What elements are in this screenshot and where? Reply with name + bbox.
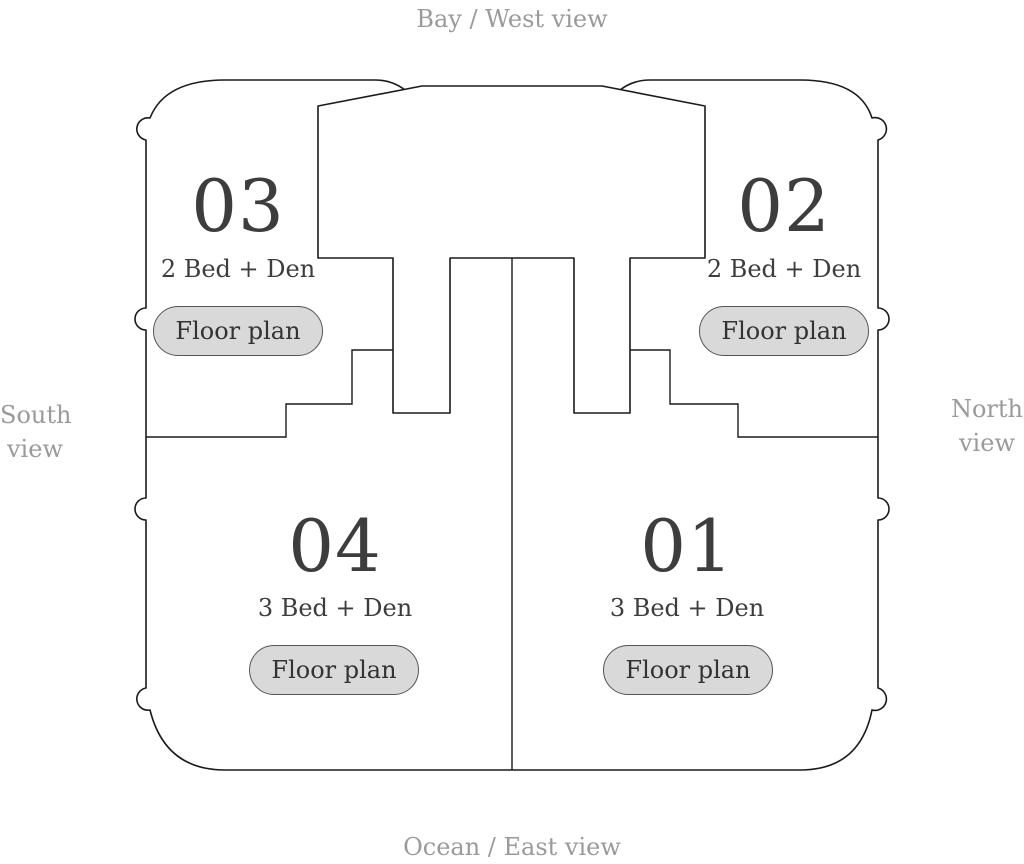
view-label-left-line1: South	[0, 401, 72, 429]
floor-plan-button-04[interactable]: Floor plan	[249, 645, 419, 695]
unit-type: 3 Bed + Den	[609, 594, 765, 622]
view-label-top: Bay / West view	[416, 5, 608, 33]
view-label-right-line2: view	[959, 429, 1015, 457]
unit-type: 3 Bed + Den	[257, 594, 413, 622]
unit-type: 2 Bed + Den	[160, 255, 316, 283]
view-label-left-line2: view	[7, 435, 63, 463]
unit-number: 01	[640, 504, 734, 588]
building-core	[317, 85, 706, 414]
divider-east-steps	[630, 349, 878, 438]
view-label-bottom: Ocean / East view	[403, 833, 621, 861]
building-footprint	[134, 79, 890, 771]
floor-plan-button-03[interactable]: Floor plan	[153, 306, 323, 356]
unit-type: 2 Bed + Den	[706, 255, 862, 283]
view-label-right: North view	[950, 392, 1024, 460]
unit-number: 04	[288, 504, 382, 588]
unit-number: 02	[737, 164, 831, 248]
floor-plan-button-02[interactable]: Floor plan	[699, 306, 869, 356]
floor-plan-button-01[interactable]: Floor plan	[603, 645, 773, 695]
view-label-left: South view	[0, 398, 72, 466]
unit-number: 03	[191, 164, 285, 248]
divider-west-steps	[146, 349, 393, 438]
view-label-right-line1: North	[950, 395, 1024, 423]
